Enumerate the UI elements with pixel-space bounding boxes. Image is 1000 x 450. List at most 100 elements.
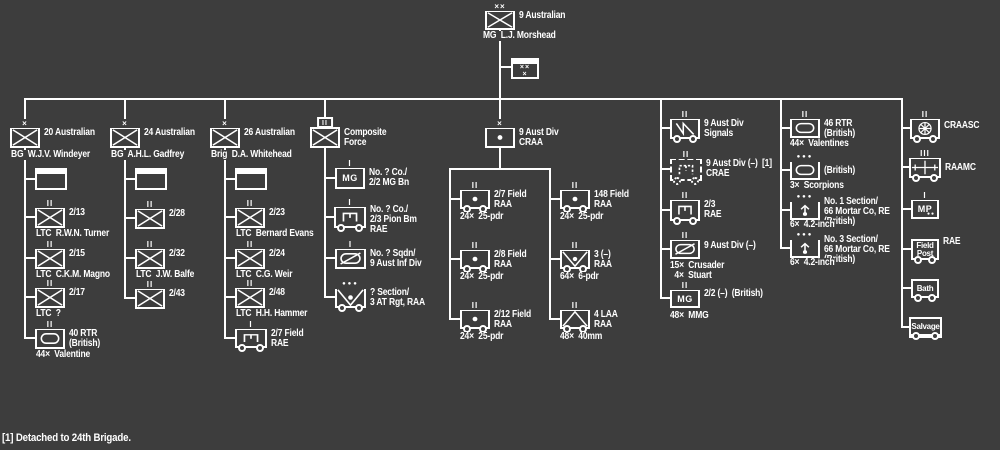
unit-3-antitank-raa: II 3 (–) RAA 64× 6-pdr — [556, 241, 612, 282]
unit-label: 148 Field RAA — [594, 189, 629, 210]
connector-line — [780, 247, 791, 249]
unit-2-8-field-raa: II 2/8 Field RAA 24× 25-pdr — [456, 241, 527, 282]
echelon-marker: II — [666, 110, 704, 119]
unit-2-7-field-raa: II 2/7 Field RAA 24× 25-pdr — [456, 181, 527, 222]
artillery-glyph — [472, 256, 478, 262]
wheel-icon — [338, 304, 346, 312]
wheel-icon — [689, 217, 697, 225]
wheel-icon — [913, 135, 921, 143]
infantry-glyph — [137, 210, 163, 227]
strength-label: 44× Valentines — [790, 138, 849, 149]
echelon-marker: II — [456, 301, 494, 310]
unit-label: 9 Aust Div (–) [1] CRAE — [706, 158, 772, 179]
unit-bath: Bath — [911, 279, 939, 302]
echelon-marker: II — [131, 200, 169, 209]
unit-label: 2/32 — [169, 248, 185, 259]
connector-line — [901, 166, 911, 168]
wheel-icon — [238, 344, 246, 352]
unit-no1-mortar-section: ●●● No. 1 Section/ 66 Mortar Co, RE (Bri… — [786, 193, 890, 230]
connector-line — [324, 148, 326, 298]
commander-label: LTC C.G. Weir — [236, 269, 293, 280]
connector-line — [24, 296, 36, 298]
unit-label: 2/28 — [169, 208, 185, 219]
unit-raamc: III RAAMC — [905, 149, 976, 182]
commander-label: BG W.J.V. Windeyer — [11, 149, 91, 160]
connector-line — [549, 318, 561, 320]
strength-label: 24× 25-pdr — [560, 211, 604, 222]
commander-label: LTC ? — [36, 308, 61, 319]
echelon-marker: II — [31, 199, 69, 208]
echelon-marker: II — [456, 181, 494, 190]
strength-label: 24× 25-pdr — [460, 211, 504, 222]
unit-label: 2/3 RAE — [704, 199, 722, 220]
antitank-glyph — [562, 251, 588, 267]
engineer-glyph — [678, 205, 692, 215]
commander-label: LTC J.W. Balfe — [136, 269, 195, 280]
artillery-glyph — [497, 135, 503, 140]
connector-line — [24, 178, 36, 180]
commander-label: LTC Bernard Evans — [236, 228, 314, 239]
connector-line — [549, 258, 561, 260]
armor-glyph — [795, 122, 815, 134]
wheel-icon — [689, 135, 697, 143]
unit-24-australian-brigade: × 24 Australian BG A.H.L. Gadfrey — [106, 119, 195, 160]
unit-label: 9 Aust Div (–) — [704, 240, 756, 251]
unit-composite-force: II Composite Force — [310, 117, 387, 148]
unit-label: 9 Australian — [519, 10, 566, 21]
mg-glyph: MG — [342, 173, 358, 183]
infantry-glyph — [212, 129, 238, 146]
strength-label: 6× 4.2-inch — [790, 257, 835, 268]
mp-dots-icon: ●● — [926, 211, 935, 217]
connector-line — [660, 98, 662, 299]
wheel-icon — [928, 256, 936, 264]
echelon-marker: × — [106, 119, 144, 128]
echelon-marker: II — [31, 279, 69, 288]
connector-line — [901, 208, 911, 210]
wheel-icon — [931, 332, 939, 340]
commander-label: MG L.J. Morshead — [483, 30, 556, 41]
commander-label: LTC C.K.M. Magno — [36, 269, 110, 280]
unit-label: 2/13 — [69, 207, 85, 218]
echelon-marker: II — [131, 280, 169, 289]
connector-line — [224, 178, 236, 180]
unit-label: No. 3 Section/ 66 Mortar Co, RE (British… — [824, 234, 890, 265]
unit-label: 2/48 — [269, 287, 285, 298]
strength-label: 64× 6-pdr — [560, 271, 599, 282]
echelon-marker: × — [206, 119, 244, 128]
unit-2-15-battalion: II 2/15 LTC C.K.M. Magno — [31, 240, 110, 280]
echelon-marker: II — [556, 181, 594, 190]
unit-148-field-raa: II 148 Field RAA 24× 25-pdr — [556, 181, 629, 222]
unit-no3-mortar-section: ●●● No. 3 Section/ 66 Mortar Co, RE (Bri… — [786, 231, 890, 268]
boxed-echelon-marker: II — [317, 117, 333, 128]
echelon-marker: II — [31, 320, 69, 329]
wheel-icon — [912, 332, 920, 340]
wheel-icon — [691, 177, 699, 185]
engineer-glyph — [342, 212, 358, 222]
unit-label: RAAMC — [945, 162, 976, 173]
armor-glyph — [795, 164, 815, 176]
wheel-icon — [914, 256, 922, 264]
echelon-marker: II — [666, 231, 704, 240]
unit-label: 9 Aust Div Signals — [704, 118, 744, 139]
mortar-glyph — [800, 204, 810, 216]
unit-label: ? Section/ 3 AT Rgt, RAA — [370, 287, 425, 308]
unit-label: 2/7 Field RAA — [494, 189, 527, 210]
echelon-marker: ×× — [481, 2, 519, 11]
connector-line — [124, 148, 126, 299]
unit-26-australian-brigade: × 26 Australian Brig D.A. Whitehead — [206, 119, 295, 160]
mg-glyph: MG — [677, 293, 693, 304]
echelon-marker: ●●● — [786, 193, 824, 202]
infantry-glyph — [37, 209, 63, 226]
echelon-marker: III — [905, 149, 945, 158]
unit-label: 3 (–) RAA — [594, 249, 612, 270]
connector-line — [24, 148, 26, 339]
unit-label: 4 LAA RAA — [594, 309, 618, 330]
connector-line — [324, 177, 336, 179]
connector-line — [499, 28, 501, 99]
footnote: [1] Detached to 24th Brigade. — [2, 432, 131, 444]
unit-2-48-battalion: II 2/48 LTC H.H. Hammer — [231, 279, 307, 319]
connector-line — [449, 198, 461, 200]
echelon-marker: II — [666, 150, 706, 159]
connector-line — [449, 168, 451, 320]
connector-line — [24, 98, 26, 128]
